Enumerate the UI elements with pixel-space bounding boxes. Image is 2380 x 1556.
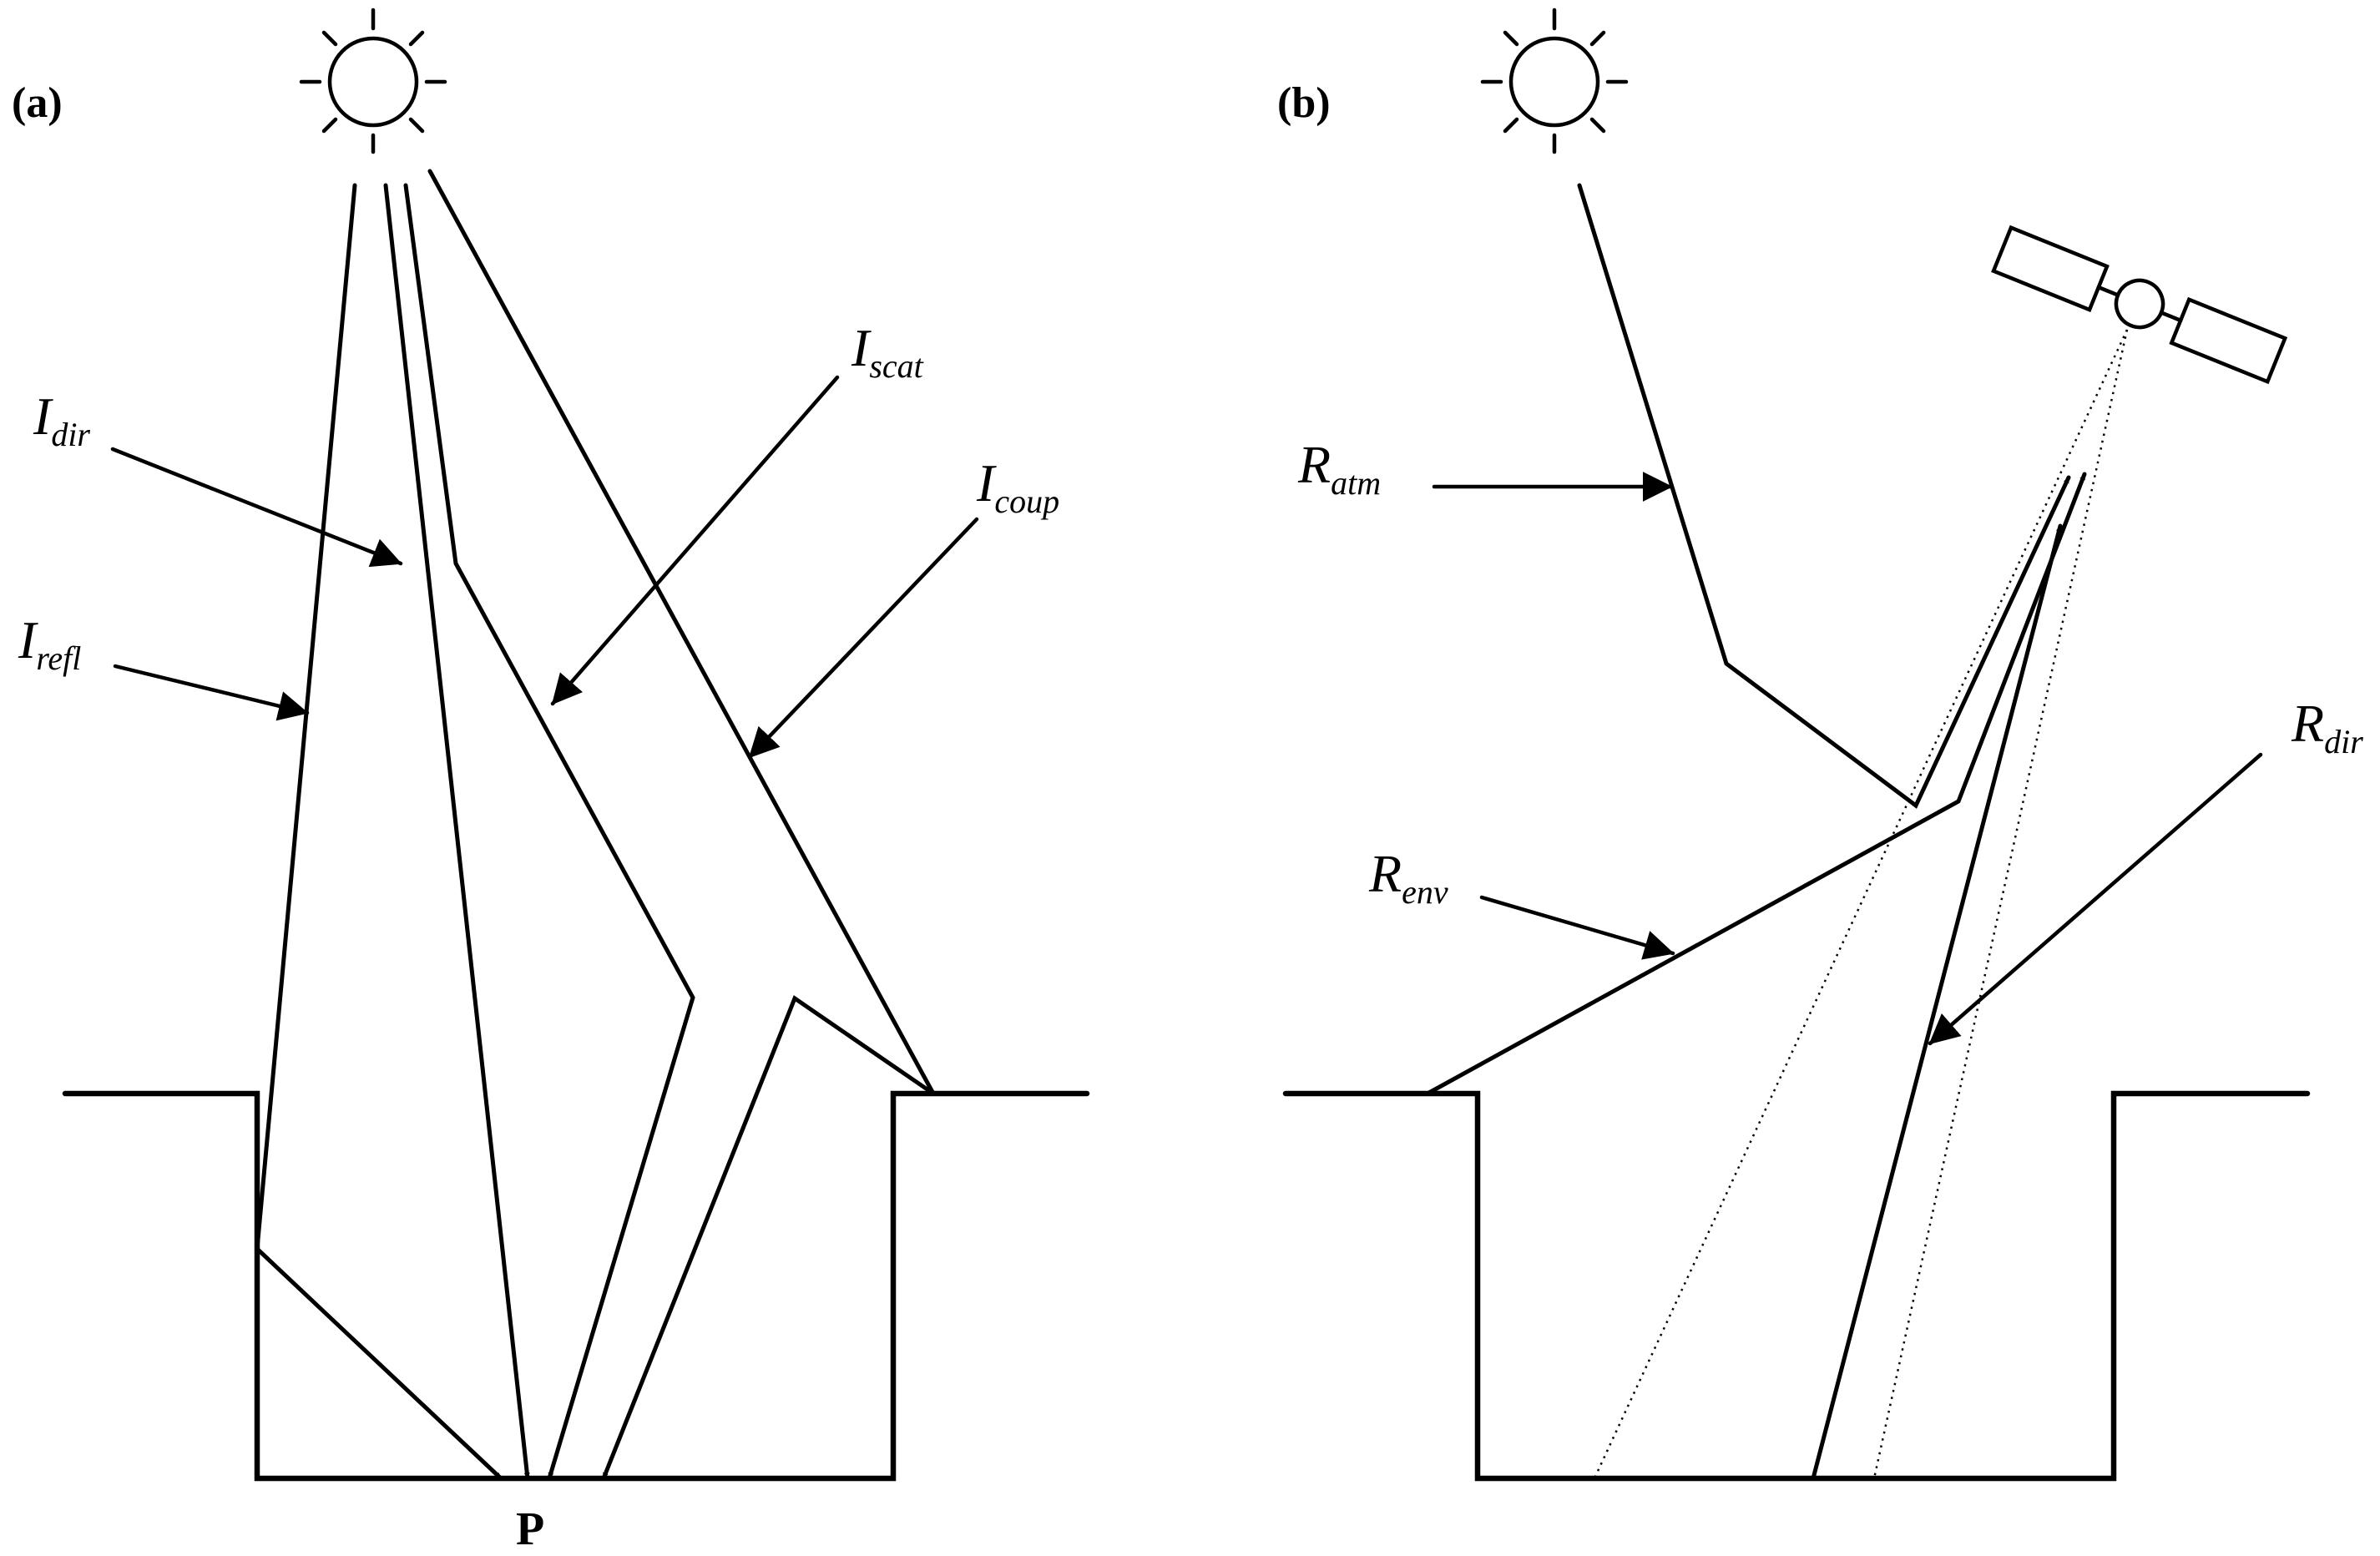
ray-env xyxy=(1425,472,2087,1096)
panel-b: (b) xyxy=(1277,8,2363,1482)
label-r-dir: Rdir xyxy=(2291,694,2363,760)
ray-atm xyxy=(1577,183,2071,809)
terrain-b xyxy=(1282,1090,2311,1482)
ray-dir xyxy=(383,183,530,1481)
ray-coup xyxy=(427,169,936,1481)
label-i-refl: Irefl xyxy=(18,610,81,677)
sun-icon xyxy=(299,8,447,154)
satellite-icon xyxy=(1991,225,2288,385)
point-label: P xyxy=(516,1503,544,1555)
ray-scat xyxy=(403,183,695,1481)
panel-b-label: (b) xyxy=(1277,79,1331,127)
panel-a: (a) Idir Irefl Iscat Icoup P xyxy=(12,8,1090,1555)
label-r-atm: Ratm xyxy=(1297,435,1381,502)
terrain-a xyxy=(62,1090,1090,1482)
view-cone-left xyxy=(1593,329,2129,1479)
label-i-scat: Iscat xyxy=(851,318,924,385)
label-i-dir: Idir xyxy=(33,386,90,453)
view-cone-right xyxy=(1872,329,2129,1479)
ray-dir-b xyxy=(1811,523,2063,1481)
sun-icon xyxy=(1480,8,1629,154)
label-i-coup: Icoup xyxy=(976,453,1059,520)
label-r-env: Renv xyxy=(1368,844,1448,911)
panel-a-label: (a) xyxy=(12,79,63,127)
ray-refl xyxy=(255,183,503,1481)
